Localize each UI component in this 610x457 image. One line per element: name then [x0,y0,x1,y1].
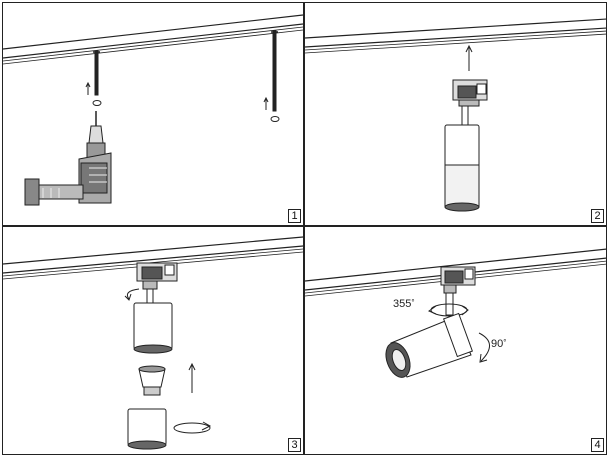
degree-symbol: ° [411,298,415,307]
spotlight-body-icon [444,124,480,212]
power-drill-icon [24,111,112,206]
spotlight-cover-icon [127,408,167,450]
track-adapter-icon [440,266,476,316]
step-number-badge: 3 [288,438,301,452]
vertical-rotation-arrow-icon [478,332,490,363]
horizontal-rotation-arrow-icon [427,303,469,317]
spotlight-tilted-icon [385,312,473,378]
up-arrow-icon [188,362,196,393]
horizontal-rotation-value: 355 [393,298,412,310]
screw-direction-arrow-icon [85,81,102,106]
up-arrow-icon [465,44,473,71]
step-number-badge: 2 [591,209,604,223]
horizontal-rotation-label: 355° [393,298,415,310]
screw-direction-arrow-icon [263,96,280,122]
degree-symbol: ° [503,338,507,347]
vertical-rotation-label: 90° [491,338,506,350]
step-3-illustration [3,236,303,450]
light-bulb-icon [138,365,166,396]
track-adapter-icon [136,262,178,306]
screw-icon [93,50,100,96]
track-rail [305,18,606,54]
vertical-rotation-value: 90 [491,338,504,350]
step-number-badge: 4 [591,438,604,452]
step-3-panel: 3 [2,226,304,455]
screw-icon [271,30,278,112]
spotlight-body-icon [133,302,173,354]
step-4-illustration [305,248,606,378]
step-2-illustration [305,18,606,212]
step-2-panel: 2 [304,2,607,226]
rotate-arrow-icon [173,421,212,434]
rotate-arrow-icon [124,288,140,301]
track-rail [3,14,303,65]
track-adapter-icon [452,79,488,129]
step-1-panel: 1 [2,2,304,226]
step-number-badge: 1 [288,209,301,223]
step-4-panel: 355° 90° 4 [304,226,607,455]
step-1-illustration [3,14,303,206]
